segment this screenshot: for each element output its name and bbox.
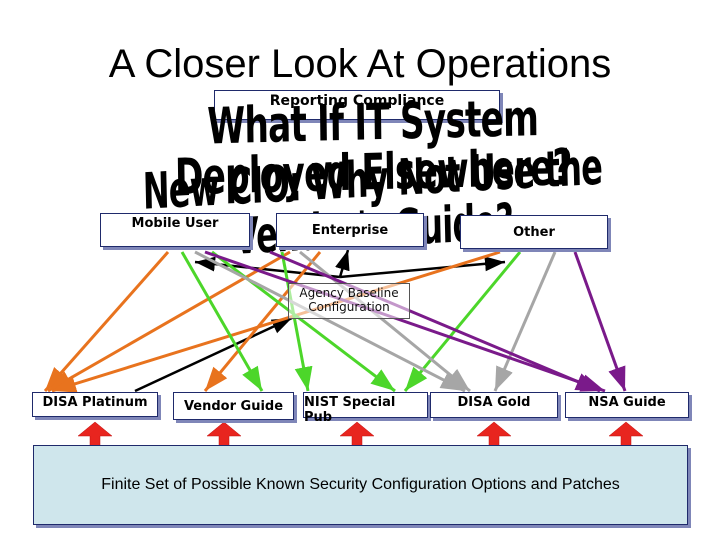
arrow-line bbox=[339, 256, 506, 279]
node-nist-special-pub: NIST Special Pub bbox=[303, 392, 428, 425]
node-enterprise: Enterprise bbox=[276, 213, 424, 247]
agency-baseline-node: Agency Baseline Configuration bbox=[288, 283, 410, 319]
node-label: Mobile User bbox=[131, 216, 219, 231]
arrow-line bbox=[180, 251, 264, 392]
arrow-line bbox=[204, 250, 606, 393]
node-disa-gold: DISA Gold bbox=[430, 392, 558, 418]
node-mobile-user: Mobile User bbox=[100, 213, 250, 247]
arrow-line bbox=[269, 250, 601, 393]
node-label: NIST Special Pub bbox=[304, 395, 396, 425]
arrow-line bbox=[573, 251, 627, 392]
arrow-line bbox=[493, 251, 557, 392]
node-vendor-guide: Vendor Guide bbox=[173, 392, 294, 420]
node-label: Other bbox=[513, 224, 555, 240]
finite-set-label: Finite Set of Possible Known Security Co… bbox=[101, 476, 620, 493]
page-title: A Closer Look At Operations bbox=[108, 42, 612, 86]
arrow-line bbox=[43, 251, 170, 392]
node-label: DISA Platinum bbox=[42, 395, 148, 410]
arrow-line bbox=[280, 251, 313, 392]
node-label: Enterprise bbox=[311, 222, 389, 238]
arrow-line bbox=[203, 251, 322, 392]
node-nsa-guide: NSA Guide bbox=[565, 392, 689, 418]
finite-set-box: Finite Set of Possible Known Security Co… bbox=[33, 445, 688, 525]
node-other: Other bbox=[460, 215, 608, 249]
node-label: NSA Guide bbox=[588, 395, 666, 410]
arrow-line bbox=[47, 250, 291, 393]
node-label: DISA Gold bbox=[457, 395, 531, 410]
node-label: Vendor Guide bbox=[183, 398, 284, 414]
reporting-compliance-label: Reporting Compliance bbox=[269, 93, 445, 109]
reporting-compliance-box: Reporting Compliance bbox=[214, 90, 500, 120]
arrow-line bbox=[335, 249, 350, 278]
arrow-line bbox=[134, 316, 293, 393]
arrow-line bbox=[194, 250, 466, 393]
arrow-line bbox=[403, 251, 522, 392]
node-disa-platinum: DISA Platinum bbox=[32, 392, 158, 417]
arrow-line bbox=[51, 250, 501, 393]
